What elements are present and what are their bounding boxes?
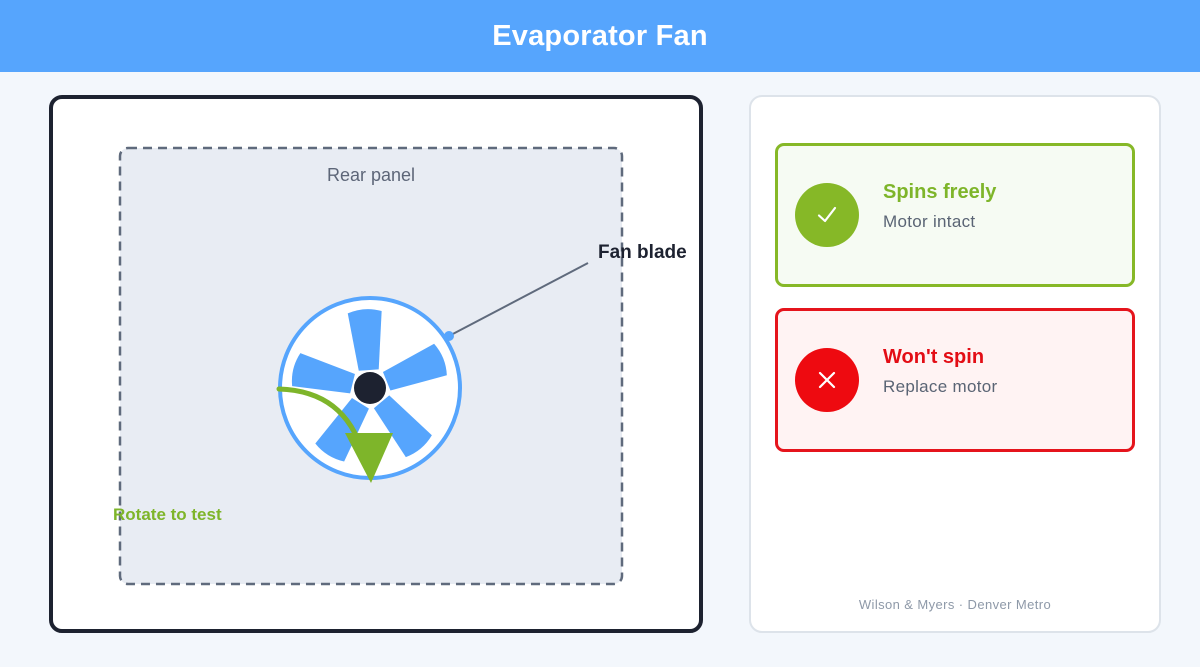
result-card-wont-spin: Won't spin Replace motor: [775, 308, 1135, 452]
fan-blade-label: Fan blade: [598, 242, 687, 263]
result-panel: Spins freely Motor intact Won't spin Rep…: [749, 95, 1161, 633]
rotation-arrowhead: [345, 433, 393, 483]
fan-assembly[interactable]: [278, 296, 462, 480]
result-subtitle: Replace motor: [883, 377, 998, 396]
fan-blade: [347, 309, 382, 371]
result-subtitle: Motor intact: [883, 212, 976, 231]
page-title: Evaporator Fan: [492, 19, 708, 52]
fan-diagram-card: Rear panel Fan blade Rotate to test: [49, 95, 703, 633]
result-title: Won't spin: [883, 346, 985, 368]
header-bar: Evaporator Fan: [0, 0, 1200, 72]
fan-blade-callout-dot: [444, 331, 454, 341]
fan-blades: [291, 309, 447, 462]
fan-blade-leader-line: [448, 262, 589, 337]
result-card-spins-freely: Spins freely Motor intact: [775, 143, 1135, 287]
fan-blade: [291, 353, 355, 394]
fan-blade: [373, 395, 432, 458]
rear-panel-label: Rear panel: [327, 165, 415, 185]
check-icon: [795, 183, 859, 247]
fan-diagram: Rear panel Fan blade Rotate to test: [113, 146, 687, 586]
fan-hub: [354, 372, 386, 404]
footer-credit: Wilson & Myers · Denver Metro: [858, 597, 1052, 612]
rotate-to-test-label: Rotate to test: [113, 505, 222, 524]
fan-blade: [315, 397, 369, 462]
x-icon: [795, 348, 859, 412]
fan-blade: [382, 343, 447, 391]
result-title: Spins freely: [883, 181, 997, 203]
